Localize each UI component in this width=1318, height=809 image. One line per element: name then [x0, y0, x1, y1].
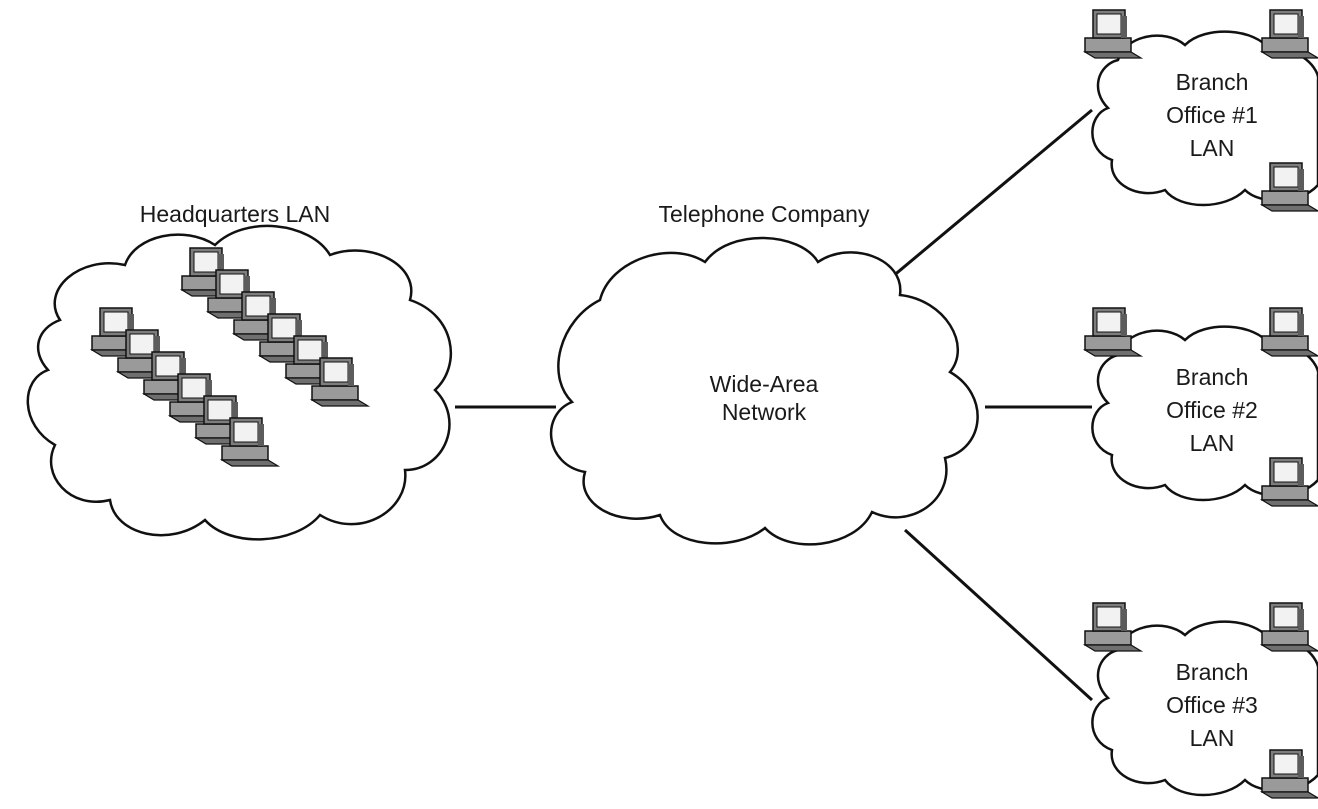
branch-office-3-cloud: Branch Office #3 LAN: [1084, 602, 1318, 799]
branch-1-line3: LAN: [1190, 135, 1235, 161]
network-links: [455, 108, 1094, 702]
headquarters-title: Headquarters LAN: [140, 201, 331, 227]
computer-icon: [1261, 307, 1318, 357]
wan-title: Telephone Company: [659, 201, 870, 227]
branch-1-line2: Office #1: [1166, 102, 1258, 128]
branch-3-cloud-shape: [1091, 620, 1318, 797]
headquarters-cloud-shape: [26, 224, 453, 541]
branch-3-line3: LAN: [1190, 725, 1235, 751]
wan-label-line2: Network: [722, 399, 807, 425]
branch-3-line2: Office #3: [1166, 692, 1258, 718]
wan-label-line1: Wide-Area: [710, 371, 819, 397]
link-wan-branch-3: [903, 528, 1094, 702]
branch-1-line1: Branch: [1176, 69, 1249, 95]
computer-icon: [1261, 602, 1318, 652]
branch-2-cloud-shape: [1091, 325, 1318, 502]
branch-2-line1: Branch: [1176, 364, 1249, 390]
branch-1-cloud-shape: [1091, 30, 1318, 207]
branch-office-2-cloud: Branch Office #2 LAN: [1084, 307, 1318, 507]
branch-2-line3: LAN: [1190, 430, 1235, 456]
wan-cloud: Telephone Company Wide-Area Network: [549, 201, 979, 546]
branch-office-1-cloud: Branch Office #1 LAN: [1084, 9, 1318, 212]
computer-icon: [1261, 9, 1318, 59]
branch-3-line1: Branch: [1176, 659, 1249, 685]
headquarters-lan-cloud: Headquarters LAN: [26, 201, 453, 541]
branch-2-line2: Office #2: [1166, 397, 1258, 423]
link-wan-branch-1: [879, 108, 1093, 289]
wan-cloud-shape: [549, 236, 979, 546]
